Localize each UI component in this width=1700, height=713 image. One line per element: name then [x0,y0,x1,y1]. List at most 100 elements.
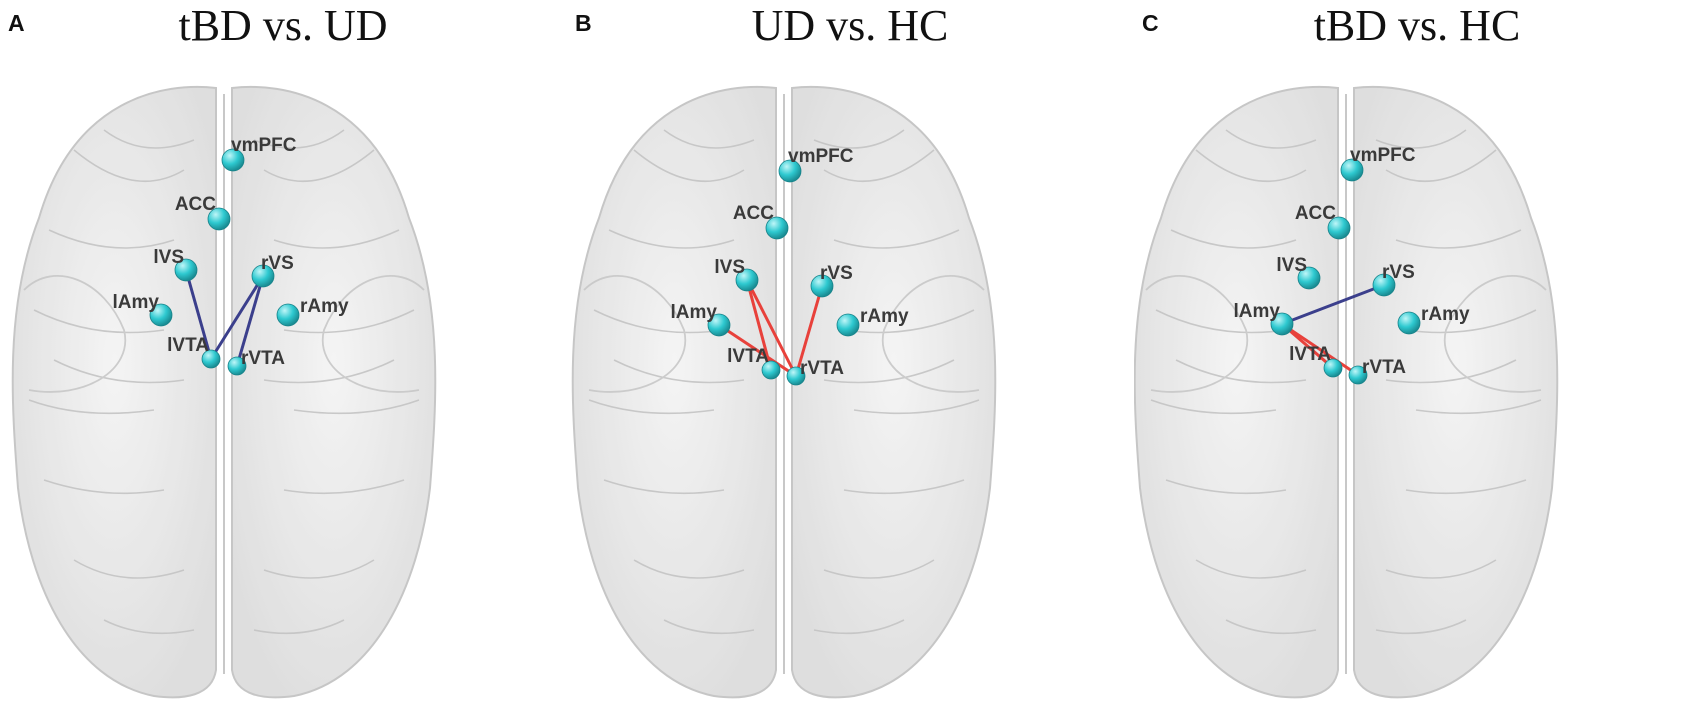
panel-b: B UD vs. HC vmPFC ACC lVS rVS lAmy rAmy lVTA rV… [567,0,1133,713]
node-marker [1270,312,1294,336]
node-lAmy: lAmy [671,302,731,337]
node-label: lVS [1276,255,1307,276]
node-label: rAmy [1421,304,1470,325]
node-label: lAmy [113,292,160,313]
node-marker [735,268,759,292]
node-label: vmPFC [231,135,297,156]
node-marker [227,356,247,376]
node-marker [149,303,173,327]
node-label: rVS [261,253,294,274]
node-label: lAmy [671,302,718,323]
node-label: rAmy [860,306,909,327]
panel-title: UD vs. HC [751,1,949,50]
node-marker [1372,273,1396,297]
node-rVS: rVS [810,263,853,298]
node-ACC: ACC [733,203,789,240]
connection-lVTA-rVS [209,275,265,360]
node-lVTA: lVTA [1289,344,1343,378]
nodes: vmPFC ACC lVS rVS lAmy rAmy lVTA rVTA [671,146,909,386]
node-marker [761,360,781,380]
connections [718,279,824,378]
panel-title: tBD vs. UD [178,1,388,50]
node-marker [1348,365,1368,385]
node-lAmy: lAmy [113,292,173,327]
node-lVS: lVS [1276,255,1321,290]
node-lVTA: lVTA [167,335,221,369]
brain-outline [571,85,997,699]
node-vmPFC: vmPFC [778,146,854,183]
node-marker [778,159,802,183]
nodes: vmPFC ACC lVS rVS lAmy rAmy lVTA rVTA [113,135,349,376]
node-rVS: rVS [251,253,294,288]
node-ACC: ACC [175,194,231,231]
connection-lVS-lVTA [184,269,213,360]
node-marker [786,366,806,386]
node-marker [1323,358,1343,378]
node-label: vmPFC [1350,145,1416,166]
node-lVS: lVS [153,247,198,282]
panel-a: A tBD vs. UD vmPFC ACC lVS rVS lAmy rAmy lVTA r… [0,0,566,713]
node-label: lVTA [1289,344,1331,365]
panel-title: tBD vs. HC [1313,1,1521,50]
panel-letter: B [575,10,592,36]
node-label: rAmy [300,296,349,317]
node-label: lVTA [727,346,769,367]
node-marker [221,148,245,172]
node-marker [1397,311,1421,335]
node-label: vmPFC [788,146,854,167]
node-label: ACC [733,203,774,224]
brain-diagram: vmPFC ACC lVS rVS lAmy rAmy lVTA rVTA [1134,85,1559,699]
node-label: lAmy [1234,301,1281,322]
connection-lAmy-rVTA [1281,322,1359,377]
node-marker [276,303,300,327]
panel-letter: A [8,10,25,36]
node-rVTA: rVTA [227,348,285,376]
node-lVTA: lVTA [727,346,781,380]
node-marker [201,349,221,369]
node-rVS: rVS [1372,262,1415,297]
node-vmPFC: vmPFC [221,135,297,172]
node-rVTA: rVTA [786,358,844,386]
node-lVS: lVS [714,257,759,292]
connection-rVS-rVTA [235,275,265,367]
node-lAmy: lAmy [1234,301,1294,336]
connections [184,269,265,367]
node-label: ACC [1295,203,1336,224]
connection-rVS-rVTA [794,285,824,377]
node-rAmy: rAmy [836,306,909,337]
panel-c: C tBD vs. HC vmPFC ACC lVS rVS lAmy rAmy lVTA r… [1134,0,1700,713]
node-label: lVS [714,257,745,278]
node-rAmy: rAmy [1397,304,1470,335]
node-label: lVTA [167,335,209,356]
node-label: rVTA [800,358,844,379]
brain-outline [1134,85,1559,699]
node-label: lVS [153,247,184,268]
node-marker [251,264,275,288]
node-rVTA: rVTA [1348,357,1406,385]
node-marker [810,274,834,298]
node-marker [707,313,731,337]
node-label: rVTA [241,348,285,369]
node-vmPFC: vmPFC [1340,145,1416,182]
node-label: ACC [175,194,216,215]
node-marker [207,207,231,231]
panel-letter: C [1142,10,1159,36]
brain-diagram: vmPFC ACC lVS rVS lAmy rAmy lVTA rVTA [11,85,437,699]
node-rAmy: rAmy [276,296,349,327]
connection-lVS-rVTA [745,279,798,377]
node-marker [174,258,198,282]
node-marker [1327,216,1351,240]
node-label: rVTA [1362,357,1406,378]
node-marker [1340,158,1364,182]
nodes: vmPFC ACC lVS rVS lAmy rAmy lVTA rVTA [1234,145,1470,385]
brain-diagram: vmPFC ACC lVS rVS lAmy rAmy lVTA rVTA [571,85,997,699]
node-label: rVS [820,263,853,284]
node-marker [1297,266,1321,290]
connection-lAmy-rVS [1281,283,1385,326]
brain-outline [11,85,437,699]
node-marker [765,216,789,240]
connection-lAmy-rVTA [718,323,797,378]
node-marker [836,313,860,337]
node-ACC: ACC [1295,203,1351,240]
node-label: rVS [1382,262,1415,283]
